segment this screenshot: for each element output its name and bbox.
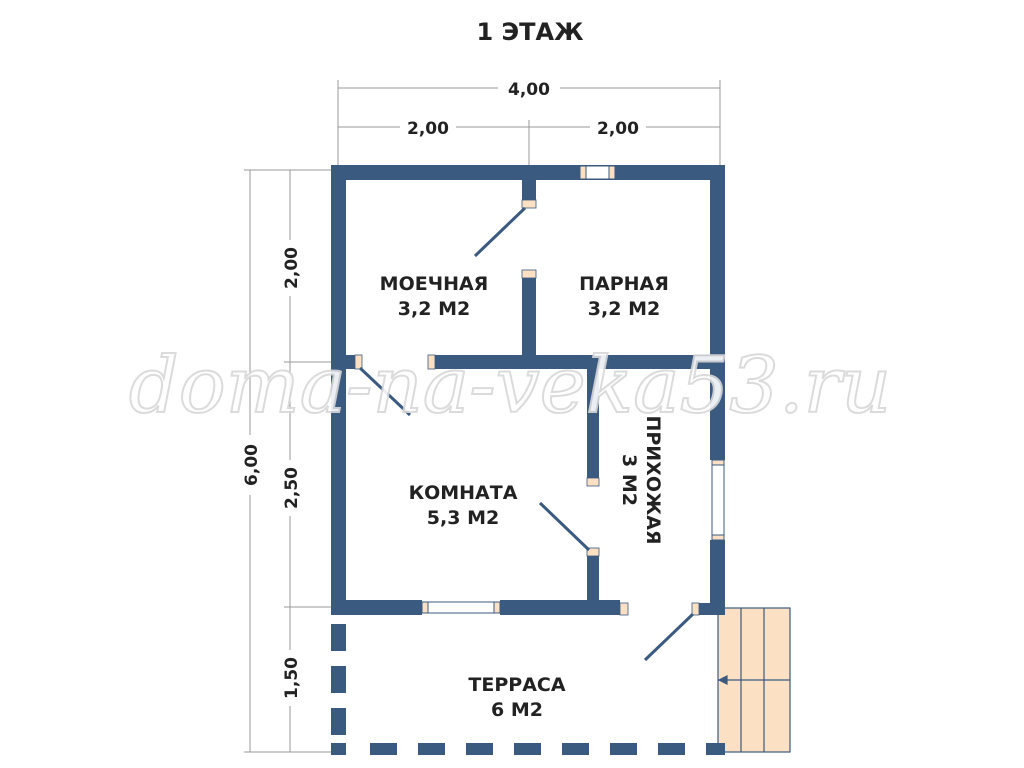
dim-total-width: 4,00 [508,80,550,100]
room-area-moechnaya: 3,2 М2 [398,298,470,320]
dim-left-width: 2,00 [407,119,449,139]
room-area-komnata: 5,3 М2 [427,507,499,529]
door-jambs [354,199,700,616]
room-name-terrasa: ТЕРРАСА [468,674,565,696]
terrace-railing [331,624,725,755]
room-name-moechnaya: МОЕЧНАЯ [380,273,489,295]
room-area-terrasa: 6 М2 [491,699,543,721]
dim-right-width: 2,00 [597,119,639,139]
windows [421,165,725,614]
watermark: doma-na-veka53.ru [129,341,891,431]
stairs [717,607,791,753]
room-area-parnaya: 3,2 М2 [588,298,660,320]
room-area-prihozhaya: 3 М2 [618,454,640,506]
door-swings [358,206,695,662]
dim-depth-middle: 2,50 [282,467,302,509]
room-name-komnata: КОМНАТА [409,482,518,504]
dim-total-depth: 6,00 [242,444,262,486]
room-name-parnaya: ПАРНАЯ [579,273,669,295]
dim-depth-terrace: 1,50 [282,657,302,699]
dim-depth-top: 2,00 [282,247,302,289]
room-name-prihozhaya: ПРИХОЖАЯ [642,415,664,544]
plan-title: 1 ЭТАЖ [477,18,585,46]
walls [331,165,725,615]
